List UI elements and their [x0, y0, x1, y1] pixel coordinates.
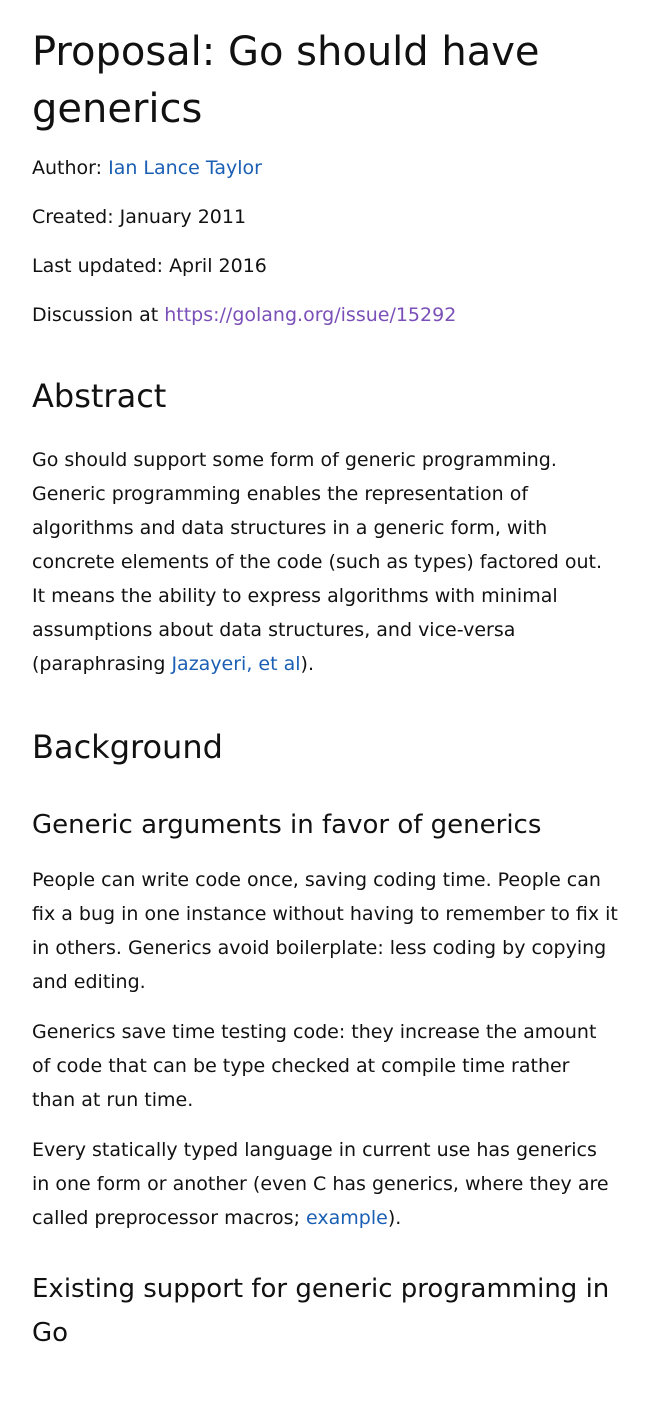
background-paragraph-2: Generics save time testing code: they in…	[32, 1021, 597, 1111]
background-paragraph-3-text: Every statically typed language in curre…	[32, 1139, 609, 1229]
existing-support-heading: Existing support for generic programming…	[32, 1274, 610, 1348]
example-link[interactable]: example	[306, 1207, 388, 1229]
created-line: Created: January 2011	[32, 206, 247, 228]
author-label: Author:	[32, 157, 103, 179]
arguments-subheading: Generic arguments in favor of generics	[32, 810, 542, 840]
discussion-line: Discussion at https://golang.org/issue/1…	[32, 302, 618, 328]
discussion-label: Discussion at	[32, 304, 159, 326]
abstract-text: Go should support some form of generic p…	[32, 449, 602, 675]
jazayeri-link[interactable]: Jazayeri, et al	[171, 653, 301, 675]
page-title: Proposal: Go should have generics	[32, 29, 540, 132]
background-heading: Background	[32, 728, 223, 766]
background-paragraph-1: People can write code once, saving codin…	[32, 869, 618, 993]
updated-line: Last updated: April 2016	[32, 255, 267, 277]
abstract-paragraph: Go should support some form of generic p…	[32, 443, 618, 681]
discussion-link[interactable]: https://golang.org/issue/15292	[164, 304, 457, 326]
abstract-suffix: ).	[300, 653, 314, 675]
abstract-heading: Abstract	[32, 377, 167, 415]
author-line: Author: Ian Lance Taylor	[32, 155, 618, 181]
document: Proposal: Go should have generics Author…	[32, 29, 618, 1348]
background-paragraph-3: Every statically typed language in curre…	[32, 1133, 618, 1235]
background-paragraph-3-suffix: ).	[387, 1207, 402, 1229]
author-link[interactable]: Ian Lance Taylor	[108, 157, 262, 179]
